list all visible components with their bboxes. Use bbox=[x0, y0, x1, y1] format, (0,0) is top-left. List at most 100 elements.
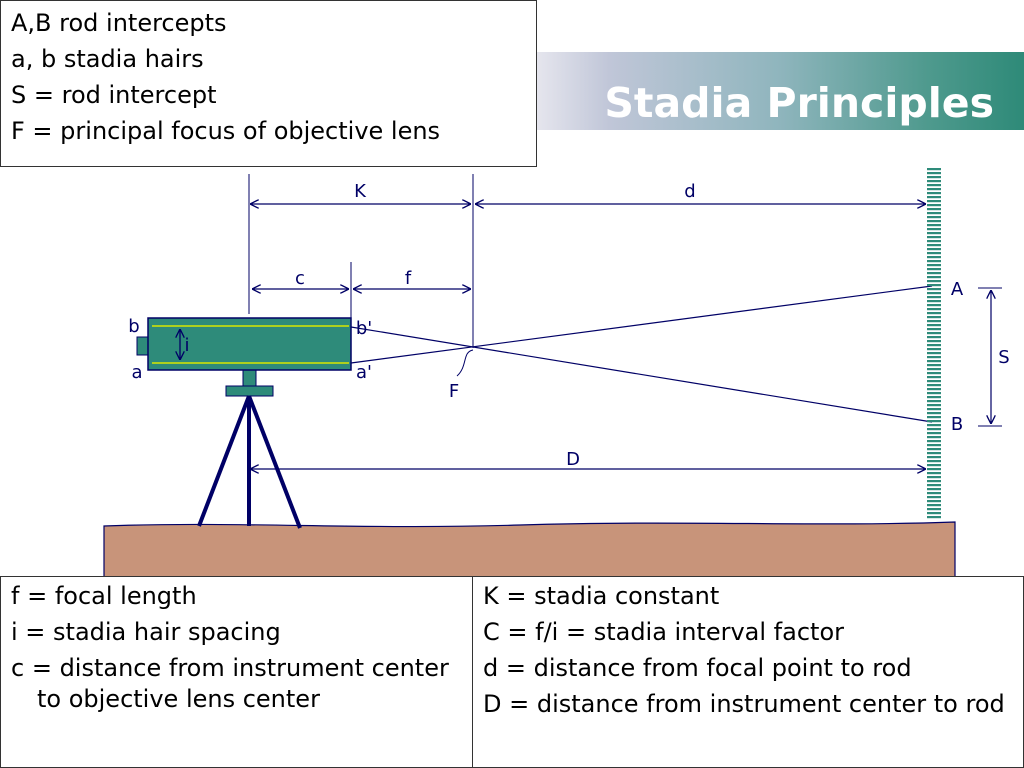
rod-graduation bbox=[927, 192, 941, 195]
definition-item: i = stadia hair spacing bbox=[11, 618, 281, 646]
rod-graduation bbox=[927, 328, 941, 331]
rod-graduation bbox=[927, 212, 941, 215]
rod-graduation bbox=[927, 268, 941, 271]
rod-graduation bbox=[927, 500, 941, 503]
rod-graduation bbox=[927, 420, 941, 423]
rod-graduation bbox=[927, 448, 941, 451]
rod-graduation bbox=[927, 188, 941, 191]
rod-graduation bbox=[927, 368, 941, 371]
rod-graduation bbox=[927, 480, 941, 483]
rod-graduation bbox=[927, 388, 941, 391]
rod-graduation bbox=[927, 172, 941, 175]
rod-graduation bbox=[927, 404, 941, 407]
rod-graduation bbox=[927, 400, 941, 403]
definition-item: C = f/i = stadia interval factor bbox=[483, 618, 844, 646]
label-B: B bbox=[951, 414, 963, 435]
rod-graduation bbox=[927, 356, 941, 359]
label-d: d bbox=[684, 181, 695, 202]
rod-graduation bbox=[927, 288, 941, 291]
leveling-rod bbox=[927, 168, 941, 519]
definition-item: D = distance from instrument center to r… bbox=[483, 690, 1005, 718]
rod-graduation bbox=[927, 324, 941, 327]
rod-graduation bbox=[927, 236, 941, 239]
rod-graduation bbox=[927, 208, 941, 211]
rod-graduation bbox=[927, 224, 941, 227]
rod-graduation bbox=[927, 392, 941, 395]
rod-graduation bbox=[927, 360, 941, 363]
rod-graduation bbox=[927, 416, 941, 419]
label-D: D bbox=[566, 449, 580, 470]
rod-graduation bbox=[927, 204, 941, 207]
rod-graduation bbox=[927, 312, 941, 315]
rod-graduation bbox=[927, 292, 941, 295]
rod-graduation bbox=[927, 488, 941, 491]
rod-graduation bbox=[927, 484, 941, 487]
legend-box: A,B rod intercepts a, b stadia hairs S =… bbox=[0, 0, 537, 167]
rod-graduation bbox=[927, 396, 941, 399]
rod-graduation bbox=[927, 408, 941, 411]
rod-graduation bbox=[927, 336, 941, 339]
rod-graduation bbox=[927, 176, 941, 179]
rod-graduation bbox=[927, 180, 941, 183]
label-a: a bbox=[131, 362, 142, 383]
definitions-right-box: K = stadia constant C = f/i = stadia int… bbox=[472, 576, 1024, 768]
ray-a-to-A bbox=[350, 285, 933, 364]
rod-graduation bbox=[927, 320, 941, 323]
rod-graduation bbox=[927, 316, 941, 319]
title-band bbox=[536, 52, 1024, 130]
rod-graduation bbox=[927, 260, 941, 263]
rod-graduation bbox=[927, 432, 941, 435]
label-K: K bbox=[354, 181, 367, 202]
rod-graduation bbox=[927, 240, 941, 243]
label-a-prime: a' bbox=[356, 362, 372, 383]
rod-graduation bbox=[927, 332, 941, 335]
rod-graduation bbox=[927, 244, 941, 247]
rod-graduation bbox=[927, 412, 941, 415]
label-c: c bbox=[295, 268, 305, 289]
rod-graduation bbox=[927, 512, 941, 515]
telescope bbox=[136, 317, 352, 371]
rod-graduation bbox=[927, 428, 941, 431]
rod-graduation bbox=[927, 304, 941, 307]
rod-graduation bbox=[927, 248, 941, 251]
tripod bbox=[197, 369, 302, 529]
rod-graduation bbox=[927, 460, 941, 463]
slide-title: Stadia Principles bbox=[604, 79, 994, 127]
legend-line: a, b stadia hairs bbox=[11, 45, 204, 73]
rod-graduation bbox=[927, 372, 941, 375]
rod-graduation bbox=[927, 384, 941, 387]
rod-graduation bbox=[927, 440, 941, 443]
legend-line: F = principal focus of objective lens bbox=[11, 117, 441, 145]
legend-line: S = rod intercept bbox=[11, 81, 217, 109]
F-leader bbox=[456, 349, 474, 377]
rod-graduation bbox=[927, 168, 941, 171]
label-b-prime: b' bbox=[356, 318, 372, 339]
rod-graduation bbox=[927, 444, 941, 447]
rod-graduation bbox=[927, 196, 941, 199]
label-A: A bbox=[951, 279, 964, 300]
rod-graduation bbox=[927, 220, 941, 223]
rod-graduation bbox=[927, 344, 941, 347]
rod-graduation bbox=[927, 496, 941, 499]
ray-b-to-B bbox=[350, 326, 933, 423]
rod-graduation bbox=[927, 228, 941, 231]
definition-item: d = distance from focal point to rod bbox=[483, 654, 912, 682]
label-F: F bbox=[449, 381, 459, 402]
rod-graduation bbox=[927, 456, 941, 459]
legend-line: A,B rod intercepts bbox=[11, 9, 227, 37]
definitions-left-box: f = focal length i = stadia hair spacing… bbox=[0, 576, 473, 768]
rod-graduation bbox=[927, 508, 941, 511]
rod-graduation bbox=[927, 364, 941, 367]
rod-graduation bbox=[927, 472, 941, 475]
rod-graduation bbox=[927, 348, 941, 351]
rod-graduation bbox=[927, 200, 941, 203]
rod-graduation bbox=[927, 232, 941, 235]
label-i: i bbox=[184, 335, 189, 356]
rod-graduation bbox=[927, 376, 941, 379]
definition-item: f = focal length bbox=[11, 582, 197, 610]
rod-graduation bbox=[927, 184, 941, 187]
definition-item: K = stadia constant bbox=[483, 582, 720, 610]
rod-graduation bbox=[927, 452, 941, 455]
definition-item: c = distance from instrument center to o… bbox=[11, 654, 449, 713]
